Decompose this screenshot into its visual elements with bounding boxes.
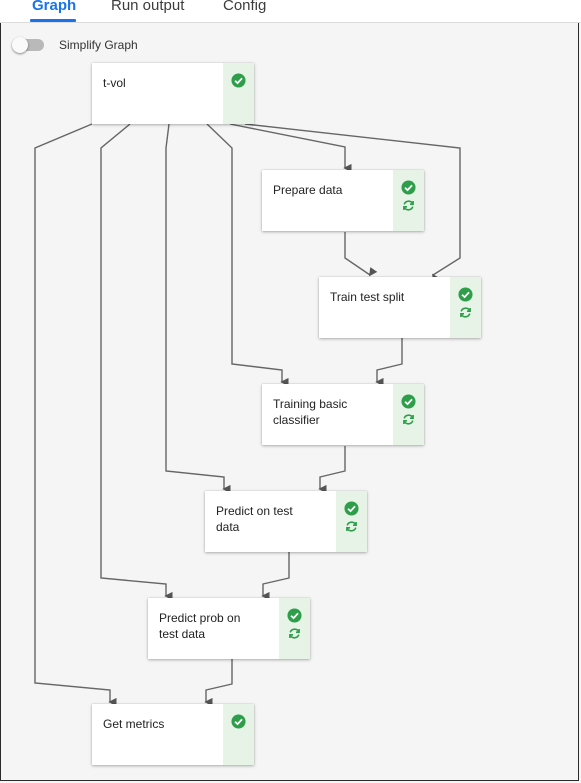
- node-status: [223, 704, 254, 765]
- simplify-graph-row: Simplify Graph: [12, 37, 138, 53]
- check-circle-icon: [458, 287, 473, 302]
- node-status: [393, 384, 424, 445]
- node-status: [223, 63, 254, 124]
- toggle-knob: [12, 37, 28, 53]
- edge-tvol-train-test-split: [244, 123, 461, 283]
- edge-prepare-train-split: [344, 232, 378, 277]
- edge-tvol-predict-prob: [100, 123, 173, 601]
- cached-refresh-icon: [403, 200, 414, 211]
- node-title: Predict prob on test data: [159, 611, 241, 641]
- node-get-metrics[interactable]: Get metrics: [92, 704, 254, 765]
- cached-refresh-icon: [403, 414, 414, 425]
- node-status: [393, 170, 424, 231]
- check-circle-icon: [401, 180, 416, 195]
- node-title: Training basic classifier: [273, 397, 348, 427]
- node-training-basic-classifier[interactable]: Training basic classifier: [262, 384, 424, 445]
- node-t-vol[interactable]: t-vol: [92, 63, 254, 124]
- check-circle-icon: [231, 73, 246, 88]
- edge-tvol-training: [206, 123, 289, 387]
- edge-predict-predict-prob: [261, 552, 290, 601]
- node-title: Get metrics: [103, 717, 165, 731]
- tab-bar: Graph Run output Config: [0, 0, 581, 23]
- node-train-test-split[interactable]: Train test split: [319, 277, 481, 338]
- edge-tvol-get-metrics: [34, 123, 117, 707]
- tab-graph[interactable]: Graph: [32, 0, 77, 14]
- node-predict-prob-on-test-data[interactable]: Predict prob on test data: [148, 598, 310, 659]
- check-circle-icon: [401, 394, 416, 409]
- check-circle-icon: [344, 501, 359, 516]
- node-predict-on-test-data[interactable]: Predict on test data: [205, 491, 367, 552]
- cached-refresh-icon: [346, 521, 357, 532]
- node-title: Prepare data: [273, 183, 343, 197]
- node-status: [279, 598, 310, 659]
- edge-training-predict: [318, 446, 346, 494]
- node-title: Predict on test data: [216, 504, 293, 534]
- tab-run-output[interactable]: Run output: [111, 0, 185, 14]
- check-circle-icon: [231, 714, 246, 729]
- node-prepare-data[interactable]: Prepare data: [262, 170, 424, 231]
- tab-config[interactable]: Config: [223, 0, 267, 14]
- edge-tvol-predict: [165, 123, 231, 494]
- node-status: [450, 277, 481, 338]
- node-title: t-vol: [103, 76, 126, 90]
- simplify-graph-label: Simplify Graph: [59, 38, 138, 52]
- active-tab-indicator: [30, 19, 76, 22]
- simplify-graph-toggle[interactable]: [12, 37, 44, 53]
- edge-split-training: [375, 338, 403, 387]
- check-circle-icon: [287, 608, 302, 623]
- node-status: [336, 491, 367, 552]
- cached-refresh-icon: [460, 307, 471, 318]
- node-title: Train test split: [330, 290, 405, 304]
- cached-refresh-icon: [289, 628, 300, 639]
- edge-tvol-prepare-data: [229, 123, 352, 173]
- edge-predict-prob-get-metrics: [204, 659, 233, 707]
